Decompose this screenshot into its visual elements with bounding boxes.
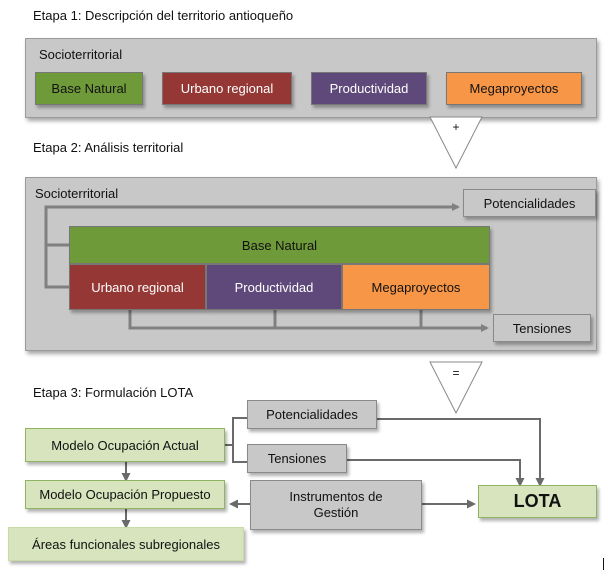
stage1-urbano-regional-box: Urbano regional: [162, 72, 292, 105]
stage1-megaproyectos-box: Megaproyectos: [446, 72, 582, 105]
stage3-potencialidades-box: Potencialidades: [247, 400, 377, 429]
stage1-panel-label: Socioterritorial: [39, 47, 123, 62]
stage1-base-natural-box: Base Natural: [35, 72, 143, 105]
stage2-urbano-regional-box: Urbano regional: [69, 264, 206, 310]
stage2-tensiones-box: Tensiones: [493, 314, 591, 342]
text-cursor: [603, 558, 604, 570]
stage1-productividad-box: Productividad: [311, 72, 427, 105]
stage2-base-natural-box: Base Natural: [69, 226, 490, 264]
modelo-ocupacion-actual-box: Modelo Ocupación Actual: [25, 428, 225, 462]
stage2-megaproyectos-box: Megaproyectos: [342, 264, 490, 310]
equals-operator: =: [452, 366, 460, 380]
stage2-title: Etapa 2: Análisis territorial: [33, 140, 184, 155]
areas-funcionales-box: Áreas funcionales subregionales: [8, 527, 244, 561]
lota-box: LOTA: [478, 485, 597, 518]
stage2-productividad-box: Productividad: [206, 264, 342, 310]
plus-operator: +: [452, 120, 460, 134]
stage1-title: Etapa 1: Descripción del territorio anti…: [33, 8, 294, 23]
stage3-title: Etapa 3: Formulación LOTA: [33, 385, 194, 400]
stage2-potencialidades-box: Potencialidades: [463, 189, 596, 217]
instrumentos-gestion-box: Instrumentos de Gestión: [250, 480, 422, 530]
stage2-panel-label: Socioterritorial: [35, 186, 119, 201]
stage3-tensiones-box: Tensiones: [247, 444, 347, 473]
modelo-ocupacion-propuesto-box: Modelo Ocupación Propuesto: [25, 480, 225, 509]
